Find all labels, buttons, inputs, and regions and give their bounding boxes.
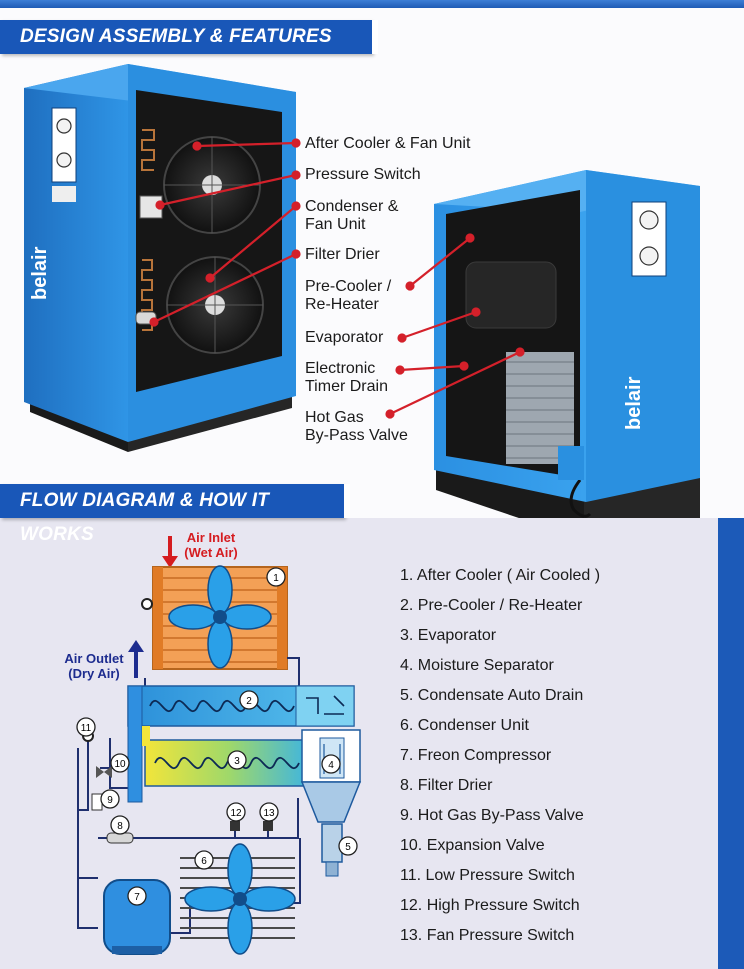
svg-text:7: 7 [134, 892, 140, 903]
air-outlet-arrow [128, 640, 144, 678]
label-filter-drier: Filter Drier [305, 246, 380, 263]
legend-item: 1. After Cooler ( Air Cooled ) [400, 567, 601, 584]
air-inlet-label: Air Inlet (Wet Air) [184, 530, 238, 560]
legend-item: 12. High Pressure Switch [400, 897, 580, 914]
marker-11: 11 [76, 717, 96, 737]
legend-item: 5. Condensate Auto Drain [400, 687, 584, 704]
svg-text:2: 2 [246, 696, 252, 707]
flow-diagram: 1 2 3 4 5 6 7 8 9 10 11 12 13 [76, 536, 362, 955]
svg-text:3: 3 [234, 756, 240, 767]
air-outlet-label: Air Outlet (Dry Air) [64, 651, 124, 681]
flow-markers: 1 2 3 4 5 6 7 8 9 10 11 12 13 [76, 567, 358, 906]
condenser-unit [180, 843, 296, 955]
legend-item: 9. Hot Gas By-Pass Valve [400, 807, 584, 824]
legend-item: 4. Moisture Separator [400, 657, 554, 674]
freon-compressor [103, 879, 171, 955]
marker-12: 12 [226, 802, 246, 822]
legend-item: 2. Pre-Cooler / Re-Heater [400, 597, 583, 614]
right-unit-logo: belair [623, 376, 645, 430]
legend-item: 6. Condenser Unit [400, 717, 529, 734]
label-bypass-valve: Hot Gas By-Pass Valve [305, 409, 408, 444]
svg-text:13: 13 [263, 808, 275, 819]
left-dryer-unit: belair [24, 64, 296, 452]
legend-item: 11. Low Pressure Switch [400, 867, 575, 884]
marker-5: 5 [338, 836, 358, 856]
svg-text:5: 5 [345, 842, 351, 853]
callout-lines [149, 138, 525, 419]
legend-item: 7. Freon Compressor [400, 747, 552, 764]
right-dryer-unit: belair [434, 170, 700, 518]
design-assembly-banner: DESIGN ASSEMBLY & FEATURES [0, 20, 378, 54]
label-condenser: Condenser & Fan Unit [305, 198, 399, 233]
left-unit-logo: belair [29, 246, 51, 300]
air-inlet-arrow [162, 536, 178, 568]
svg-text:4: 4 [328, 760, 334, 771]
svg-text:12: 12 [230, 808, 242, 819]
marker-1: 1 [266, 567, 286, 587]
label-after-cooler: After Cooler & Fan Unit [305, 135, 471, 152]
svg-text:8: 8 [117, 821, 123, 832]
marker-8: 8 [110, 815, 130, 835]
flow-diagram-banner: FLOW DIAGRAM & HOW IT WORKS [0, 484, 350, 545]
svg-text:1: 1 [273, 573, 279, 584]
after-cooler-block [141, 565, 288, 670]
component-legend: 1. After Cooler ( Air Cooled ) 2. Pre-Co… [400, 565, 716, 955]
pre-cooler-block [127, 685, 355, 727]
svg-text:6: 6 [201, 856, 207, 867]
svg-text:9: 9 [107, 795, 113, 806]
legend-item: 13. Fan Pressure Switch [400, 927, 575, 944]
marker-3: 3 [227, 750, 247, 770]
marker-10: 10 [110, 753, 130, 773]
legend-item: 10. Expansion Valve [400, 837, 545, 854]
svg-text:10: 10 [114, 759, 126, 770]
legend-item: 3. Evaporator [400, 627, 497, 644]
marker-9: 9 [100, 789, 120, 809]
marker-4: 4 [321, 754, 341, 774]
marker-6: 6 [194, 850, 214, 870]
marker-13: 13 [259, 802, 279, 822]
marker-2: 2 [239, 690, 259, 710]
top-strip [0, 0, 744, 8]
label-evaporator: Evaporator [305, 329, 384, 346]
marker-7: 7 [127, 886, 147, 906]
label-pre-cooler: Pre-Cooler / Re-Heater [305, 278, 392, 313]
svg-text:11: 11 [81, 723, 92, 734]
label-pressure-switch: Pressure Switch [305, 166, 421, 183]
flow-right-bar [718, 518, 744, 969]
product-illustration: belair [24, 64, 700, 518]
label-timer-drain: Electronic Timer Drain [305, 360, 388, 395]
legend-item: 8. Filter Drier [400, 777, 493, 794]
